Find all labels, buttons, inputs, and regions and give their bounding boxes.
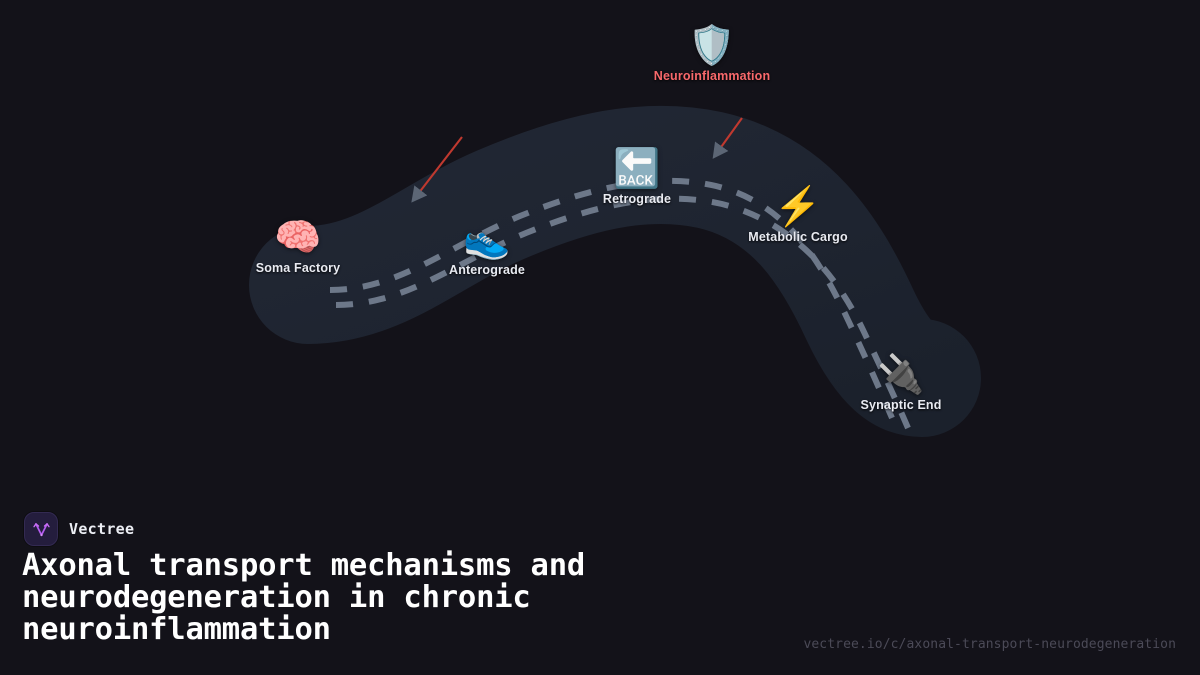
node-label-retrograde: Retrograde	[602, 192, 672, 206]
axon-diagram	[249, 105, 981, 437]
footer-url: vectree.io/c/axonal-transport-neurodegen…	[803, 637, 1176, 652]
node-label-soma-factory: Soma Factory	[255, 261, 341, 275]
neuroinflammation-insult-arrow-proximal	[411, 136, 463, 203]
electric-plug-icon: 🔌	[877, 354, 925, 396]
node-label-synaptic-end: Synaptic End	[860, 398, 942, 412]
footer-bar: Vectree Axonal transport mechanisms and …	[0, 470, 1200, 675]
node-label-neuroinflammation: Neuroinflammation	[653, 69, 771, 83]
diagram-canvas: 🧠 Soma Factory 👟 Anterograde 🔙 Retrograd…	[249, 25, 981, 437]
brand-name: Vectree	[69, 520, 135, 538]
neuroinflammation-insult-arrow-distal	[712, 117, 743, 159]
lightning-bolt-icon: ⚡	[774, 186, 822, 228]
shield-icon: 🛡️	[688, 25, 736, 67]
back-arrow-icon: 🔙	[613, 148, 661, 190]
axon-body	[249, 105, 981, 437]
logo-glyph	[32, 522, 50, 536]
node-label-metabolic-cargo: Metabolic Cargo	[748, 230, 848, 244]
node-label-anterograde: Anterograde	[449, 263, 525, 277]
vectree-v-tree-logo-icon	[24, 512, 58, 546]
brand-row[interactable]: Vectree	[24, 512, 134, 546]
running-shoe-icon: 👟	[463, 219, 511, 261]
brain-icon: 🧠	[274, 217, 322, 259]
page-title: Axonal transport mechanisms and neurodeg…	[22, 548, 586, 647]
